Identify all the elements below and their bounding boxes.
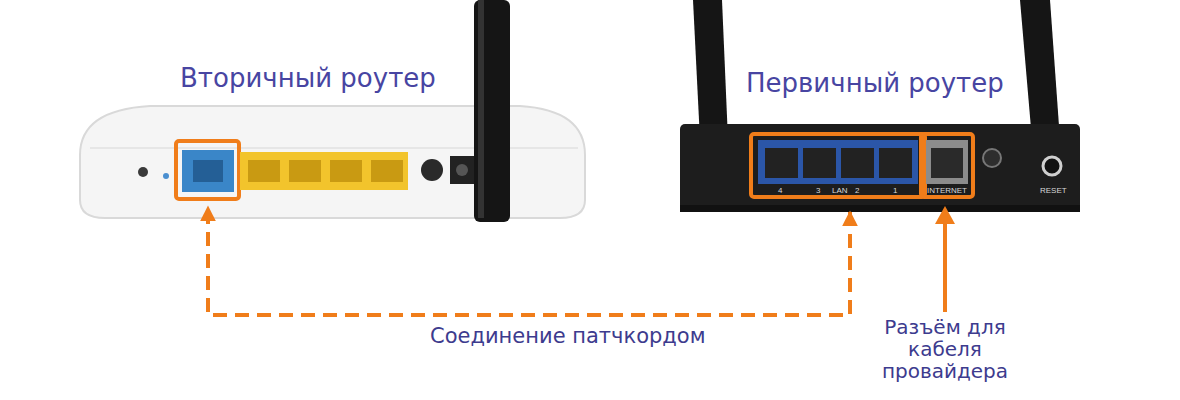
reset-hole [138,167,148,177]
router-title: Первичный роутер [746,68,1004,98]
lan-ports [240,152,408,190]
lan-socket [765,148,798,178]
highlight-frame [176,141,239,199]
internet-socket [931,148,963,178]
wan-port [182,150,234,192]
lan-socket [248,160,280,182]
callout-label: Разъём для кабеля провайдера [860,316,1030,382]
reset-hole [1043,157,1061,175]
leader-line [943,222,947,312]
highlight-frame [921,134,973,197]
port-number: 4 [778,186,782,195]
port-number: 2 [855,186,859,195]
lan-socket [289,160,321,182]
port-group-name: LAN [832,186,848,195]
lan-socket [330,160,362,182]
lan-socket [803,148,836,178]
power-button [421,159,443,181]
button-name: RESET [1040,186,1067,195]
lan-socket [879,148,912,178]
lan-ports [758,140,918,184]
router-node: Первичный роутер [680,58,1080,210]
lan-socket [371,160,403,182]
patch-cord-connector [208,207,850,315]
led [163,173,169,179]
router-node: Вторичный роутер [80,55,590,205]
power-jack [983,149,1001,167]
port-number: 3 [816,186,820,195]
port-name: INTERNET [927,186,967,195]
lan-socket [841,148,874,178]
highlight-frame [751,134,925,197]
wan-socket [193,160,223,182]
router-body [680,124,1080,212]
antenna [474,0,510,222]
leader-arrowhead [935,206,955,224]
internet-port [926,140,968,184]
power-jack-hole [456,164,468,176]
connector-label: Соединение патчкордом [424,324,712,348]
antenna-shine [478,0,484,218]
power-jack [450,156,474,184]
router-base [680,205,1080,212]
port-number: 1 [893,186,897,195]
antenna [693,0,728,140]
router-title: Вторичный роутер [180,63,436,93]
antenna [1020,0,1060,140]
